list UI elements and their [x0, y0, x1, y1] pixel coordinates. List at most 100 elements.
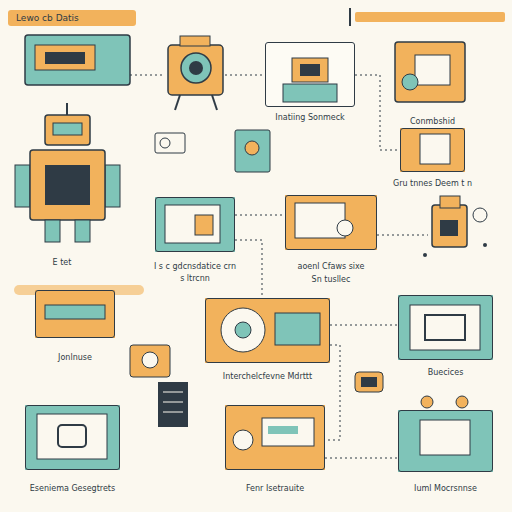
caption: Sn tusllec: [312, 275, 351, 285]
camera-eye: [189, 61, 203, 75]
box-screen: [420, 420, 470, 455]
connector: [235, 240, 262, 298]
screen-slot: [45, 52, 85, 64]
caption: Jonlnuse: [58, 353, 92, 363]
camera-lens: [181, 53, 211, 83]
small-icon: [155, 133, 185, 153]
box-screen: [295, 203, 345, 238]
box-fill: [155, 197, 235, 252]
box-fill: [285, 195, 377, 250]
image-box: Inatiing Sonmeck: [265, 42, 355, 107]
dotted-line: [225, 75, 264, 76]
robot-head: [45, 115, 90, 145]
stack-line: [163, 402, 183, 403]
caption: aoenl Cfaws sixe: [298, 262, 365, 272]
caption: Conmbshid: [410, 117, 455, 127]
small-device: [130, 345, 170, 377]
monitor-face: [265, 42, 355, 107]
caption: I s c gdcnsdatice crn: [154, 262, 236, 272]
robot-screen: [45, 165, 90, 205]
caption: s ltrcnn: [180, 274, 210, 284]
robot-leg: [75, 220, 90, 242]
image-box: aoenl Cfaws sixeSn tusllec: [285, 195, 377, 250]
caption: Buecices: [428, 368, 464, 378]
small-icon-ring: [160, 138, 170, 148]
box-dial: [221, 308, 265, 352]
robot-arm: [105, 165, 120, 207]
box-panel: [275, 313, 320, 345]
device-knob: [402, 74, 418, 90]
box-knob: [337, 220, 353, 236]
connector: [325, 458, 398, 459]
image-box: I s c gdcnsdatice crns ltrcnn: [155, 197, 235, 252]
screen-panel: [35, 45, 95, 70]
box-screen: [262, 418, 314, 446]
camera-body: [168, 45, 223, 95]
caption: Inatiing Sonmeck: [275, 113, 344, 123]
dot: [423, 253, 427, 257]
right-robot-screen: [440, 220, 458, 236]
title: Lewo cb Datis: [16, 12, 79, 24]
robot-antenna: [66, 103, 68, 115]
person-body: [283, 84, 337, 102]
image-box: Eseniema Gesegtrets: [25, 405, 120, 470]
image-box: Buecices: [398, 295, 493, 360]
dot: [483, 243, 487, 247]
small-item: [355, 372, 383, 392]
stack-line: [163, 412, 183, 413]
device-icon: [395, 42, 465, 102]
box-knob: [456, 396, 468, 408]
right-robot: [432, 205, 467, 247]
camera-leg: [212, 95, 217, 110]
box-fill: [25, 405, 120, 470]
dotted-line: [130, 75, 165, 76]
small-robot: [235, 130, 270, 172]
box-band: [45, 305, 105, 319]
box-screen: [37, 414, 107, 459]
box-dial-center: [235, 322, 251, 338]
small-robot-eye: [245, 141, 259, 155]
caption: Gru tnnes Deem t n: [393, 179, 472, 189]
box-screen: [420, 134, 450, 164]
title-bar: [8, 10, 136, 26]
stack-line: [163, 392, 183, 393]
right-robot-head: [440, 196, 460, 208]
dotted-line: [377, 235, 428, 236]
box-hand: [58, 425, 86, 447]
connector: [355, 75, 400, 150]
box-screen: [165, 205, 220, 243]
box-fill: [35, 290, 115, 338]
person-visor: [300, 64, 320, 76]
box-bar: [268, 426, 298, 434]
box-knob: [421, 396, 433, 408]
box-fill: [398, 410, 493, 472]
person-head: [292, 58, 328, 82]
box-fill: [225, 405, 325, 470]
caption: Iuml Mocrsnnse: [414, 484, 477, 494]
box-fill: [205, 298, 330, 363]
connector: [330, 325, 398, 326]
box-dial: [233, 430, 253, 450]
camera-leg: [175, 95, 180, 110]
caption: Eseniema Gesegtrets: [30, 484, 115, 494]
top-bar: [355, 12, 505, 22]
image-box: Interchelcfevne Mdrttt: [205, 298, 330, 363]
device-screen: [415, 55, 450, 85]
bar-mark: [349, 8, 351, 26]
image-box: Fenr Isetrauite: [225, 405, 325, 470]
image-box: Jonlnuse: [35, 290, 115, 338]
screen-icon: [25, 35, 130, 85]
small-stack: [158, 382, 188, 427]
note-label: E tet: [53, 258, 72, 268]
robot-eyes: [53, 123, 82, 135]
small-item-slot: [361, 377, 377, 387]
robot-leg: [45, 220, 60, 242]
box-figure: [195, 215, 213, 235]
image-box: ConmbshidGru tnnes Deem t n: [400, 128, 465, 172]
robot-body: [30, 150, 105, 220]
connector: [235, 215, 285, 216]
